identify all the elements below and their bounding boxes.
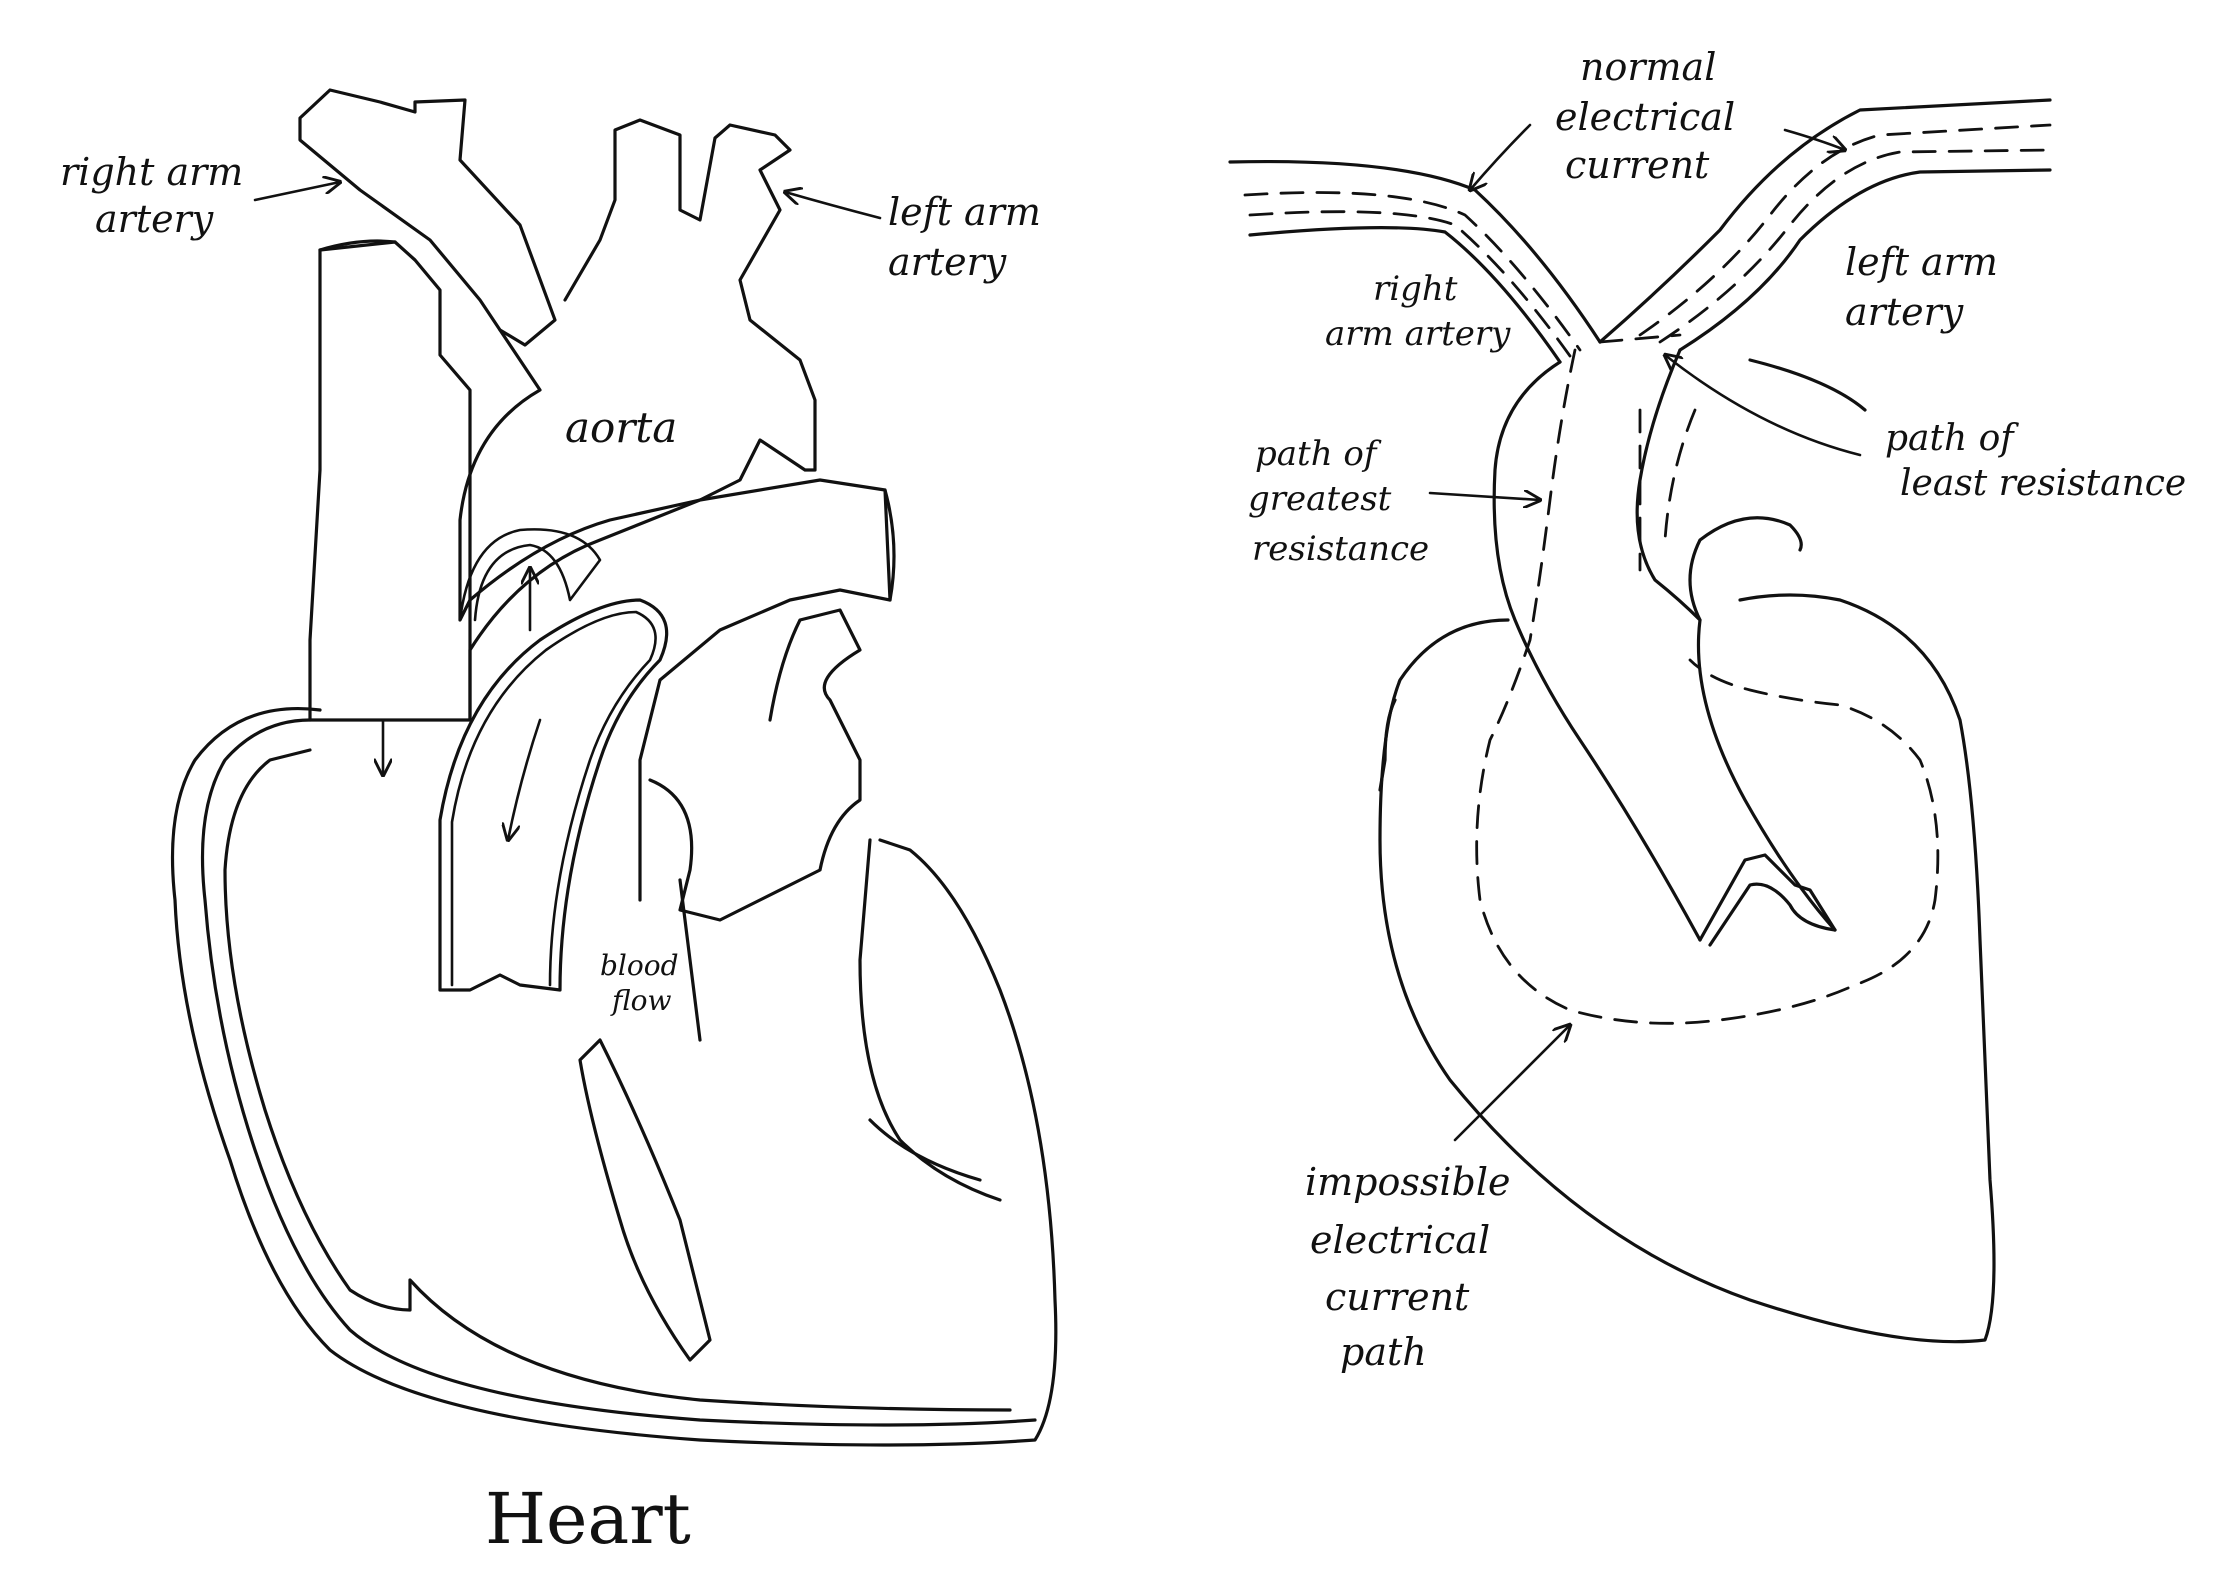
least-resistance-arrow [1665, 355, 1862, 457]
septum [648, 608, 862, 922]
label-right-arm-2: artery [95, 197, 214, 241]
label-left-arm-1: left arm [888, 190, 1041, 234]
right-chamber [223, 748, 1012, 1412]
right-arm-artery-tube [298, 88, 557, 347]
right-labels: normal electrical current right arm arte… [1248, 45, 2186, 1374]
label-flow: flow [610, 984, 672, 1017]
label-right-arm-r1: right [1373, 269, 1458, 309]
label-aorta: aorta [565, 403, 677, 452]
label-impossible-2: electrical [1310, 1218, 1490, 1262]
left-arm-artery-arrow [785, 192, 882, 220]
arch-curl [1688, 516, 1803, 622]
greatest-resistance-path [1475, 348, 1940, 1025]
label-right-arm-1: right arm [60, 150, 243, 194]
label-normal-1: normal [1580, 45, 1716, 89]
label-left-arm-r2: artery [1845, 290, 1964, 334]
heart-outer [170, 706, 1058, 1447]
label-right-arm-r2: arm artery [1325, 314, 1511, 354]
normal-current-arrow-right [1783, 128, 1845, 150]
heart-body-right [1378, 593, 1996, 1344]
aorta-right-wall [1635, 348, 1837, 932]
pulmonary-artery [468, 478, 892, 902]
label-blood: blood [600, 949, 679, 982]
label-normal-3: current [1565, 143, 1710, 187]
right-heart-drawing [1228, 98, 2052, 1344]
left-ventricle-wall [858, 838, 1002, 1202]
arch-loop [458, 528, 602, 622]
label-least-2: least resistance [1900, 463, 2186, 504]
aorta-left-wall [1492, 360, 1702, 942]
impossible-path-arrow [1453, 1025, 1570, 1142]
label-impossible-1: impossible [1305, 1160, 1511, 1204]
flow-arrow-curve [508, 718, 542, 840]
label-impossible-4: path [1340, 1330, 1427, 1374]
left-heart-drawing [170, 88, 1058, 1447]
greatest-resistance-arrow [1428, 493, 1540, 500]
label-left-arm-r1: left arm [1845, 240, 1998, 284]
label-normal-2: electrical [1555, 95, 1735, 139]
left-arm-tube-top [1598, 98, 2052, 344]
label-greatest-2: greatest [1248, 479, 1392, 519]
valve-cusp [1698, 853, 1837, 947]
left-labels: right arm artery left arm artery aorta b… [60, 150, 1041, 1560]
pulmonary-branch [438, 598, 669, 992]
label-left-arm-2: artery [888, 240, 1007, 284]
right-arm-tube-bottom [1248, 226, 1562, 364]
aorta-outline [458, 118, 817, 622]
label-greatest-3: resistance [1252, 529, 1429, 569]
left-arm-tube-bottom [1678, 168, 2052, 352]
label-greatest-1: path of [1255, 434, 1382, 474]
title-heart: Heart [485, 1478, 691, 1560]
heart-epicardium [200, 718, 1037, 1427]
vena-cava-top [318, 239, 397, 252]
ventricle-interior [578, 1038, 712, 1362]
label-least-1: path of [1885, 418, 2019, 459]
pulmonary-artery-end [883, 488, 896, 602]
normal-current-arrow-left [1470, 123, 1532, 190]
label-impossible-3: current [1325, 1275, 1470, 1319]
right-arm-artery-arrow [253, 182, 340, 202]
vena-cava [308, 240, 472, 722]
